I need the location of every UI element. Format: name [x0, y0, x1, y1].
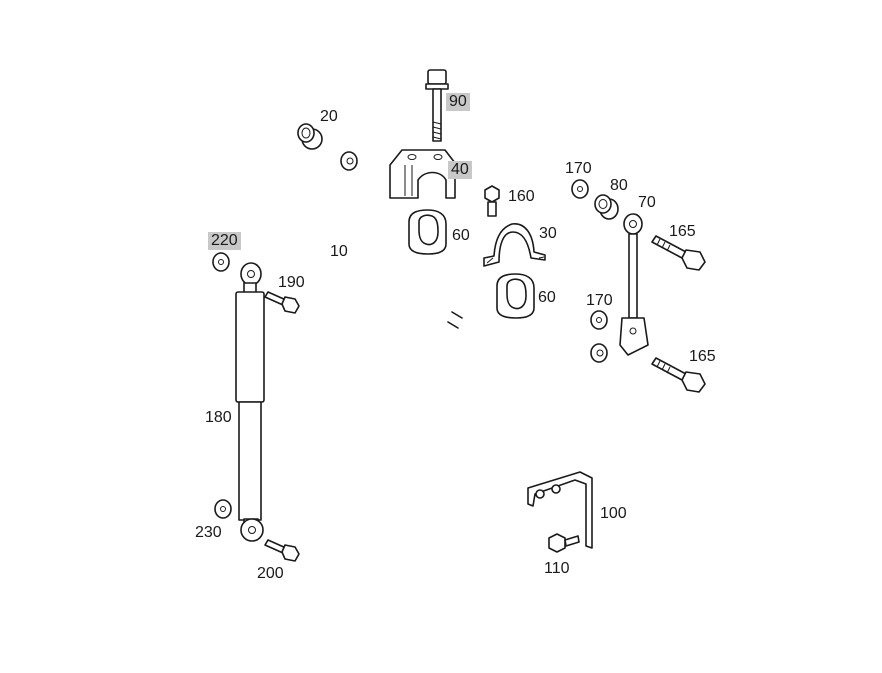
bolt-165-lower[interactable] — [651, 357, 706, 393]
part-label-170-lower[interactable]: 170 — [586, 292, 613, 309]
bolt-110[interactable] — [548, 533, 580, 553]
part-label-100[interactable]: 100 — [600, 505, 627, 522]
bushing-20[interactable] — [297, 123, 323, 150]
part-label-10[interactable]: 10 — [330, 243, 348, 260]
rubber-mount-60-lower[interactable] — [496, 273, 535, 319]
clamp-40[interactable] — [389, 149, 456, 199]
washer-220[interactable] — [212, 252, 230, 272]
link-rod-70[interactable] — [619, 213, 649, 356]
part-label-160[interactable]: 160 — [508, 188, 535, 205]
part-label-110[interactable]: 110 — [544, 560, 570, 577]
washer-170-upper[interactable] — [571, 179, 589, 199]
bolt-165-upper[interactable] — [651, 235, 706, 271]
part-label-165-upper[interactable]: 165 — [669, 223, 696, 240]
part-label-180[interactable]: 180 — [205, 409, 232, 426]
part-label-20[interactable]: 20 — [320, 108, 338, 125]
part-label-90[interactable]: 90 — [446, 93, 470, 111]
shock-absorber-180[interactable] — [235, 262, 265, 542]
washer-230[interactable] — [214, 499, 232, 519]
part-label-230[interactable]: 230 — [195, 524, 222, 541]
bolt-160[interactable] — [484, 185, 500, 217]
bracket-30[interactable] — [483, 223, 546, 267]
stabilizer-bar[interactable] — [269, 150, 608, 388]
bolt-190[interactable] — [264, 291, 300, 314]
bolt-200[interactable] — [264, 539, 300, 562]
bolt-90[interactable] — [425, 69, 449, 142]
part-label-200[interactable]: 200 — [257, 565, 284, 582]
washer-170-lower[interactable] — [590, 310, 608, 330]
part-label-30[interactable]: 30 — [539, 225, 557, 242]
bushing-80[interactable] — [594, 194, 619, 220]
part-label-60-upper[interactable]: 60 — [452, 227, 470, 244]
part-label-170-upper[interactable]: 170 — [565, 160, 592, 177]
rubber-mount-60-upper[interactable] — [408, 209, 447, 255]
part-label-80[interactable]: 80 — [610, 177, 628, 194]
part-label-220[interactable]: 220 — [208, 232, 241, 250]
part-label-165-lower[interactable]: 165 — [689, 348, 716, 365]
part-label-70[interactable]: 70 — [638, 194, 656, 211]
part-label-60-lower[interactable]: 60 — [538, 289, 556, 306]
bracket-100[interactable] — [527, 471, 593, 549]
part-label-40[interactable]: 40 — [448, 161, 472, 179]
part-label-190[interactable]: 190 — [278, 274, 305, 291]
